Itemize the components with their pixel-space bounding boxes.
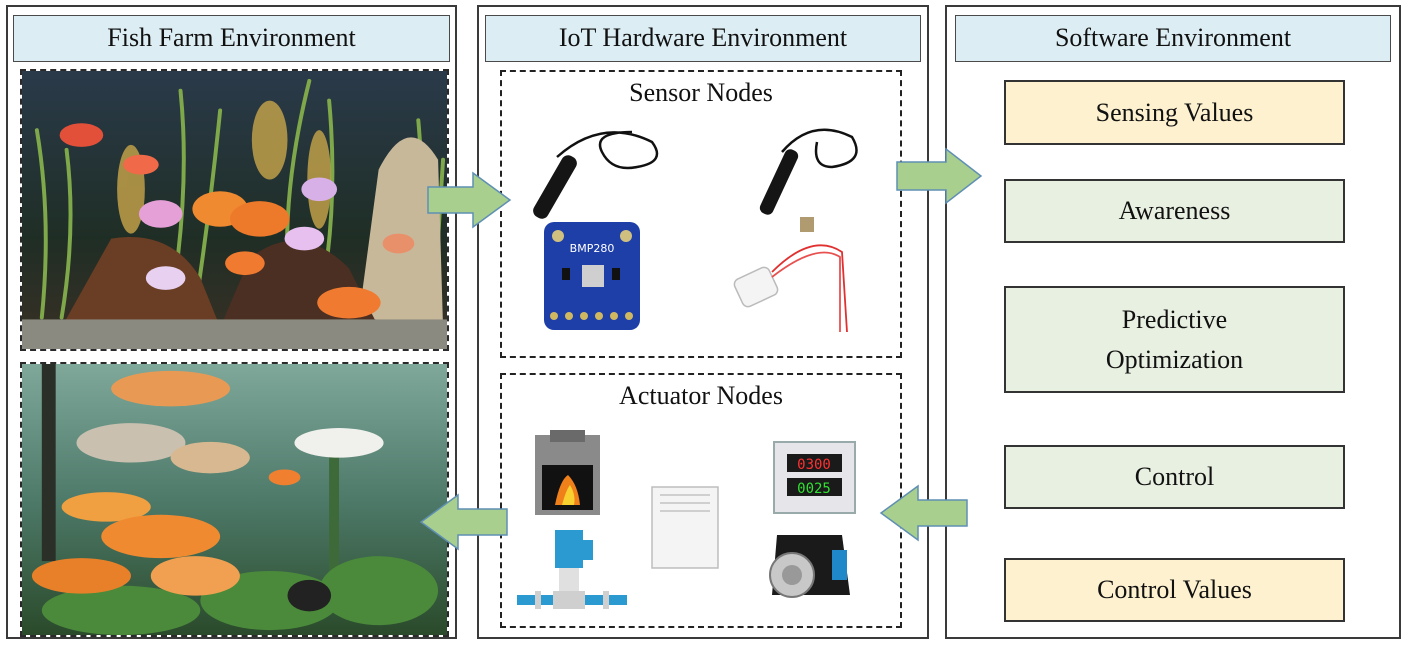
- arrow-sensors-to-software: [896, 147, 983, 205]
- arrow-fish-to-sensors: [427, 171, 512, 229]
- iot-hardware-title: IoT Hardware Environment: [485, 15, 921, 62]
- bmp280-board-icon: BMP280: [542, 220, 642, 332]
- koi-pond-photo: [20, 362, 449, 637]
- bmp280-label: BMP280: [570, 242, 615, 255]
- aquarium-photo: [20, 69, 449, 351]
- actuator-nodes-box: Actuator Nodes 0300 0025: [500, 373, 902, 628]
- feeder-icon: [762, 525, 857, 610]
- iot-hardware-panel: IoT Hardware Environment Sensor Nodes BM…: [477, 5, 929, 639]
- sensor-nodes-title: Sensor Nodes: [629, 78, 773, 107]
- control-values-box: Control Values: [1004, 558, 1345, 622]
- software-title: Software Environment: [955, 15, 1391, 62]
- pump-icon: [517, 525, 627, 620]
- probe-sensor-icon: [742, 122, 882, 232]
- control-box: Control: [1004, 445, 1345, 509]
- arrow-actuators-to-fish: [419, 493, 508, 551]
- probe-sensor-icon: [522, 122, 672, 232]
- air-conditioner-icon: [650, 485, 720, 570]
- controller-display-icon: 0300 0025: [772, 440, 857, 515]
- fish-farm-title: Fish Farm Environment: [13, 15, 450, 62]
- software-panel: Software Environment Sensing Values Awar…: [945, 5, 1401, 639]
- predictive-optimization-box: Predictive Optimization: [1004, 286, 1345, 393]
- sensing-values-box: Sensing Values: [1004, 80, 1345, 145]
- controller-readout-top: 0300: [797, 457, 831, 473]
- actuator-nodes-title: Actuator Nodes: [619, 381, 783, 410]
- awareness-box: Awareness: [1004, 179, 1345, 243]
- heater-icon: [530, 430, 605, 520]
- arrow-software-to-actuators: [879, 484, 968, 542]
- temperature-probe-icon: [722, 232, 852, 342]
- sensor-nodes-box: Sensor Nodes BMP280: [500, 70, 902, 358]
- fish-farm-panel: Fish Farm Environment: [6, 5, 457, 639]
- controller-readout-bottom: 0025: [797, 481, 831, 497]
